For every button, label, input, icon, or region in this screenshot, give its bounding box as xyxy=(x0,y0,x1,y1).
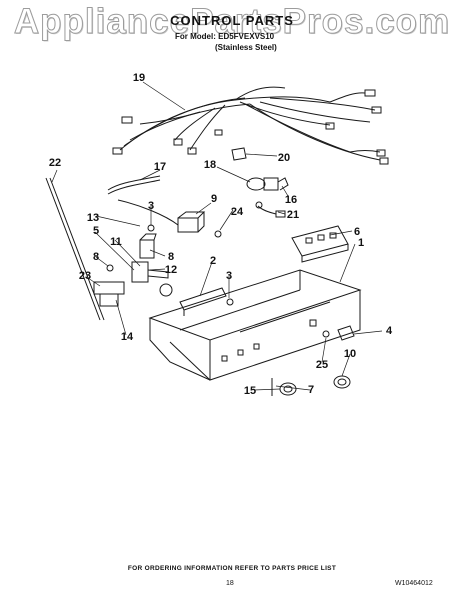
screw-part xyxy=(214,230,222,238)
callout-label: 11 xyxy=(110,236,122,248)
switch-part xyxy=(117,199,206,233)
callout-label: 3 xyxy=(226,270,232,282)
callout-label: 7 xyxy=(308,384,314,396)
rod-part xyxy=(45,177,105,321)
control-housing-part xyxy=(148,269,362,381)
tube-part xyxy=(107,175,161,195)
page-title: CONTROL PARTS xyxy=(170,13,294,28)
button-part xyxy=(333,375,351,389)
callout-label: 6 xyxy=(354,226,360,238)
callout-label: 9 xyxy=(211,193,217,205)
bracket-part xyxy=(179,287,227,316)
screw-part xyxy=(106,264,114,272)
callout-label: 14 xyxy=(121,331,134,343)
callout-label: 12 xyxy=(165,264,177,276)
callout-label: 20 xyxy=(278,152,290,164)
callout-label: 17 xyxy=(154,161,166,173)
callout-label: 8 xyxy=(93,251,99,263)
callout-label: 1 xyxy=(358,237,364,249)
callout-label: 23 xyxy=(79,270,91,282)
callout-label: 4 xyxy=(386,325,393,337)
callout-label: 3 xyxy=(148,200,154,212)
callout-label: 5 xyxy=(93,225,99,237)
callout-label: 8 xyxy=(168,251,174,263)
ordering-note: FOR ORDERING INFORMATION REFER TO PARTS … xyxy=(127,565,337,572)
model-subtitle: For Model: ED5FVEXVS10 xyxy=(175,32,275,41)
page-number: 18 xyxy=(226,580,234,587)
callout-label: 24 xyxy=(231,206,244,218)
leader-lines xyxy=(51,81,383,391)
button-part xyxy=(279,382,297,396)
control-board-part xyxy=(291,225,349,263)
watermark: AppliancePartsPros.com xyxy=(13,2,451,42)
screw-part xyxy=(322,330,330,338)
callout-label: 18 xyxy=(204,159,216,171)
callout-label: 13 xyxy=(87,212,99,224)
lamp-socket-part xyxy=(246,177,289,191)
callout-label: 21 xyxy=(287,209,299,221)
callout-labels: 19 18 20 17 16 21 22 3 9 24 6 13 1 5 8 1… xyxy=(49,72,393,397)
connector-part xyxy=(255,201,286,218)
document-number: W10464012 xyxy=(395,580,433,587)
callout-label: 16 xyxy=(285,194,297,206)
thermostat-part xyxy=(131,233,173,297)
callout-label: 19 xyxy=(133,72,145,84)
finish-subtitle: (Stainless Steel) xyxy=(215,43,277,52)
screw-part xyxy=(226,298,234,306)
callout-label: 2 xyxy=(210,255,216,267)
lever-part xyxy=(337,325,355,341)
wire-harness-part xyxy=(112,86,389,165)
callout-label: 15 xyxy=(244,385,256,397)
callout-label: 22 xyxy=(49,157,61,169)
mount-bracket-part xyxy=(93,281,125,307)
callout-label: 25 xyxy=(316,359,328,371)
clip-part xyxy=(231,147,247,161)
callout-label: 10 xyxy=(344,348,356,360)
